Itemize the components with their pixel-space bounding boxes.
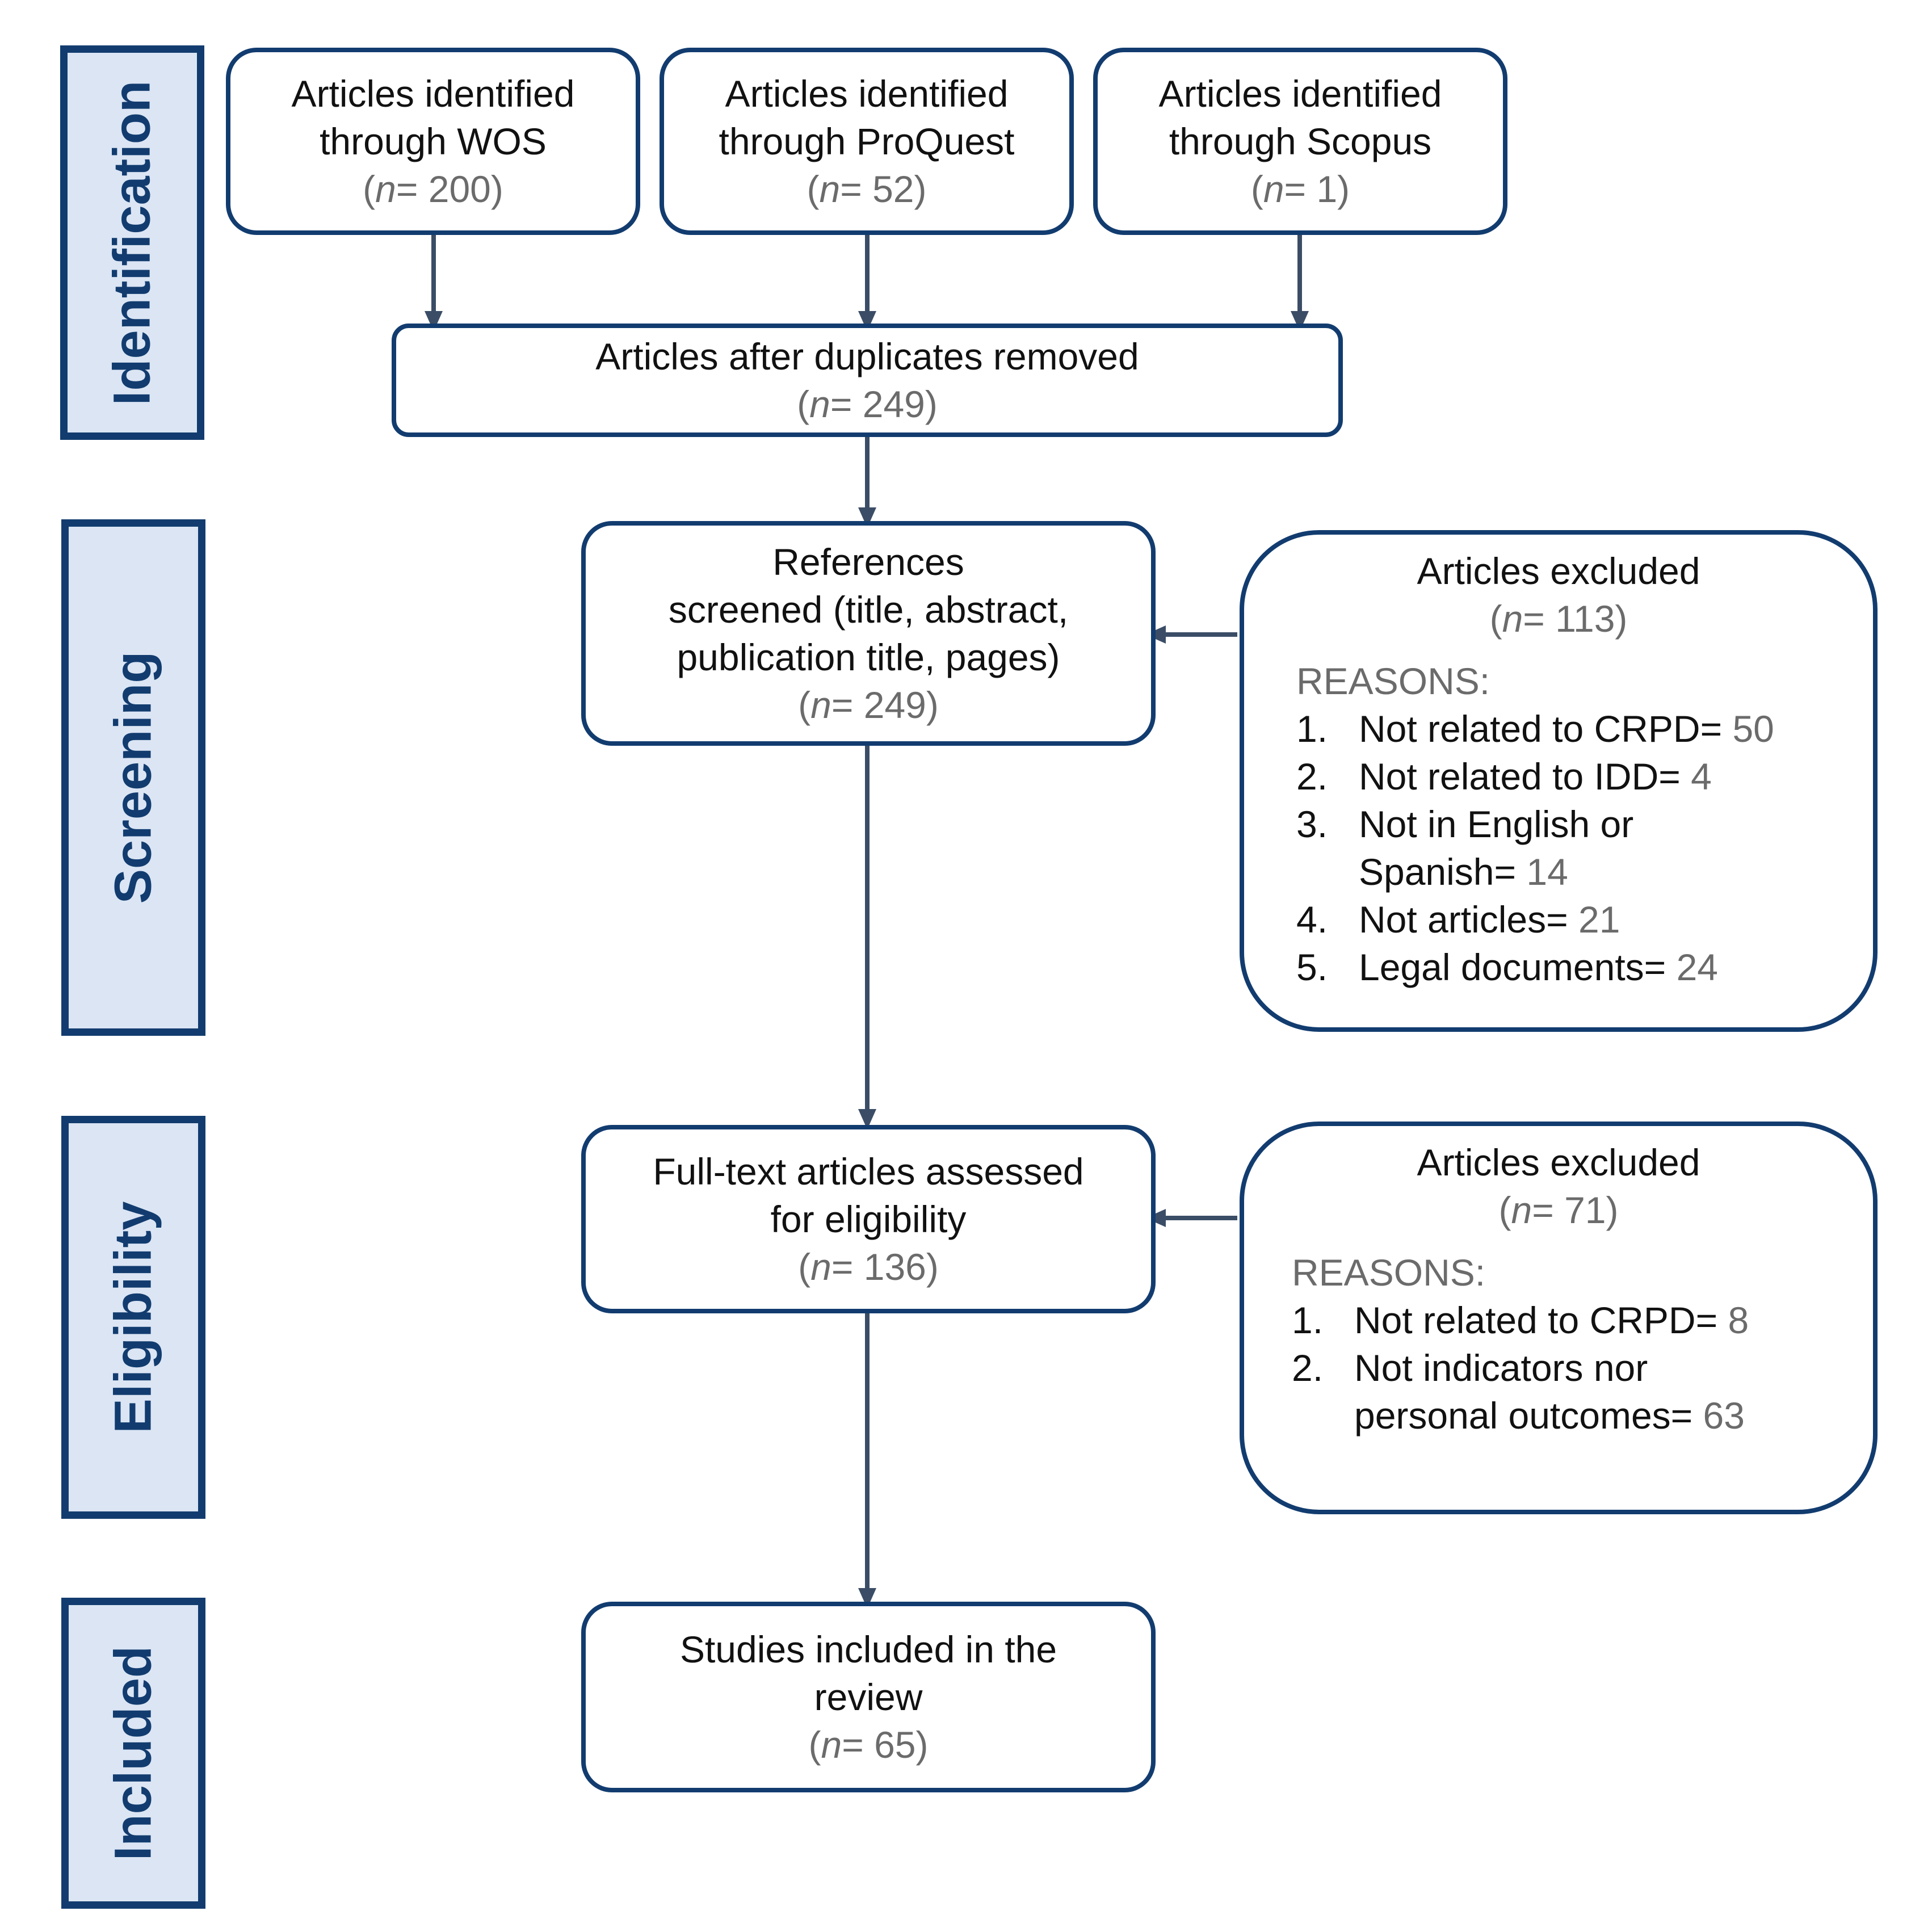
screening-reasons-label: REASONS: xyxy=(1296,660,1490,702)
dedup-box: Articles after duplicates removed (n= 24… xyxy=(392,324,1343,437)
dedup-label: Articles after duplicates removed xyxy=(595,335,1139,377)
eligibility-reasons-list: 1.Not related to CRPD= 8 2.Not indicator… xyxy=(1292,1296,1873,1439)
screened-line2: screened (title, abstract, xyxy=(668,589,1069,631)
source-box-wos: Articles identified through WOS (n= 200) xyxy=(226,48,640,235)
stage-included-label: Included xyxy=(104,1645,162,1861)
eligibility-reason-item: 1.Not related to CRPD= 8 xyxy=(1292,1299,1749,1341)
source-proquest-count: (n= 52) xyxy=(807,168,927,210)
screened-line3: publication title, pages) xyxy=(677,636,1060,678)
dedup-count: (n= 249) xyxy=(797,383,938,425)
fulltext-line2: for eligibility xyxy=(770,1198,967,1240)
screening-reasons-list: 1.Not related to CRPD= 50 2.Not related … xyxy=(1296,705,1873,991)
screening-reason-item: 5.Legal documents= 24 xyxy=(1296,946,1718,988)
fulltext-count: (n= 136) xyxy=(798,1246,939,1288)
included-count: (n= 65) xyxy=(808,1724,929,1766)
source-wos-line2: through WOS xyxy=(320,120,547,162)
stage-screening: Screening xyxy=(61,519,205,1036)
source-box-scopus: Articles identified through Scopus (n= 1… xyxy=(1093,48,1507,235)
eligibility-exclusion-title: Articles excluded xyxy=(1417,1141,1700,1183)
included-line2: review xyxy=(814,1676,923,1718)
screening-reason-item: 2.Not related to IDD= 4 xyxy=(1296,755,1712,797)
stage-eligibility-label: Eligibility xyxy=(104,1201,162,1434)
source-wos-line1: Articles identified xyxy=(291,73,575,115)
included-line1: Studies included in the xyxy=(679,1628,1057,1670)
source-proquest-line1: Articles identified xyxy=(725,73,1009,115)
screening-exclusion-count: (n= 113) xyxy=(1489,598,1628,640)
source-proquest-line2: through ProQuest xyxy=(719,120,1015,162)
fulltext-line1: Full-text articles assessed xyxy=(653,1150,1084,1192)
source-wos-count: (n= 200) xyxy=(363,168,503,210)
screening-reason-item: 4.Not articles= 21 xyxy=(1296,898,1620,940)
stage-identification: Identification xyxy=(60,45,204,440)
included-box: Studies included in the review (n= 65) xyxy=(581,1602,1156,1792)
source-box-proquest: Articles identified through ProQuest (n=… xyxy=(660,48,1074,235)
source-scopus-line2: through Scopus xyxy=(1169,120,1432,162)
stage-identification-label: Identification xyxy=(103,80,161,405)
stage-screening-label: Screening xyxy=(104,651,162,904)
screening-exclusion-box: Articles excluded (n= 113) REASONS: 1.No… xyxy=(1240,530,1878,1032)
eligibility-exclusion-count: (n= 71) xyxy=(1498,1189,1619,1231)
screened-line1: References xyxy=(772,541,964,583)
stage-included: Included xyxy=(61,1598,205,1909)
fulltext-box: Full-text articles assessed for eligibil… xyxy=(581,1125,1156,1313)
eligibility-reasons-label: REASONS: xyxy=(1292,1251,1486,1293)
screened-count: (n= 249) xyxy=(798,684,939,726)
screened-box: References screened (title, abstract, pu… xyxy=(581,521,1156,746)
screening-exclusion-title: Articles excluded xyxy=(1417,550,1700,592)
eligibility-exclusion-box: Articles excluded (n= 71) REASONS: 1.Not… xyxy=(1240,1122,1878,1514)
stage-eligibility: Eligibility xyxy=(61,1116,205,1519)
screening-reason-item: 1.Not related to CRPD= 50 xyxy=(1296,708,1774,750)
source-scopus-line1: Articles identified xyxy=(1158,73,1442,115)
source-scopus-count: (n= 1) xyxy=(1250,168,1350,210)
